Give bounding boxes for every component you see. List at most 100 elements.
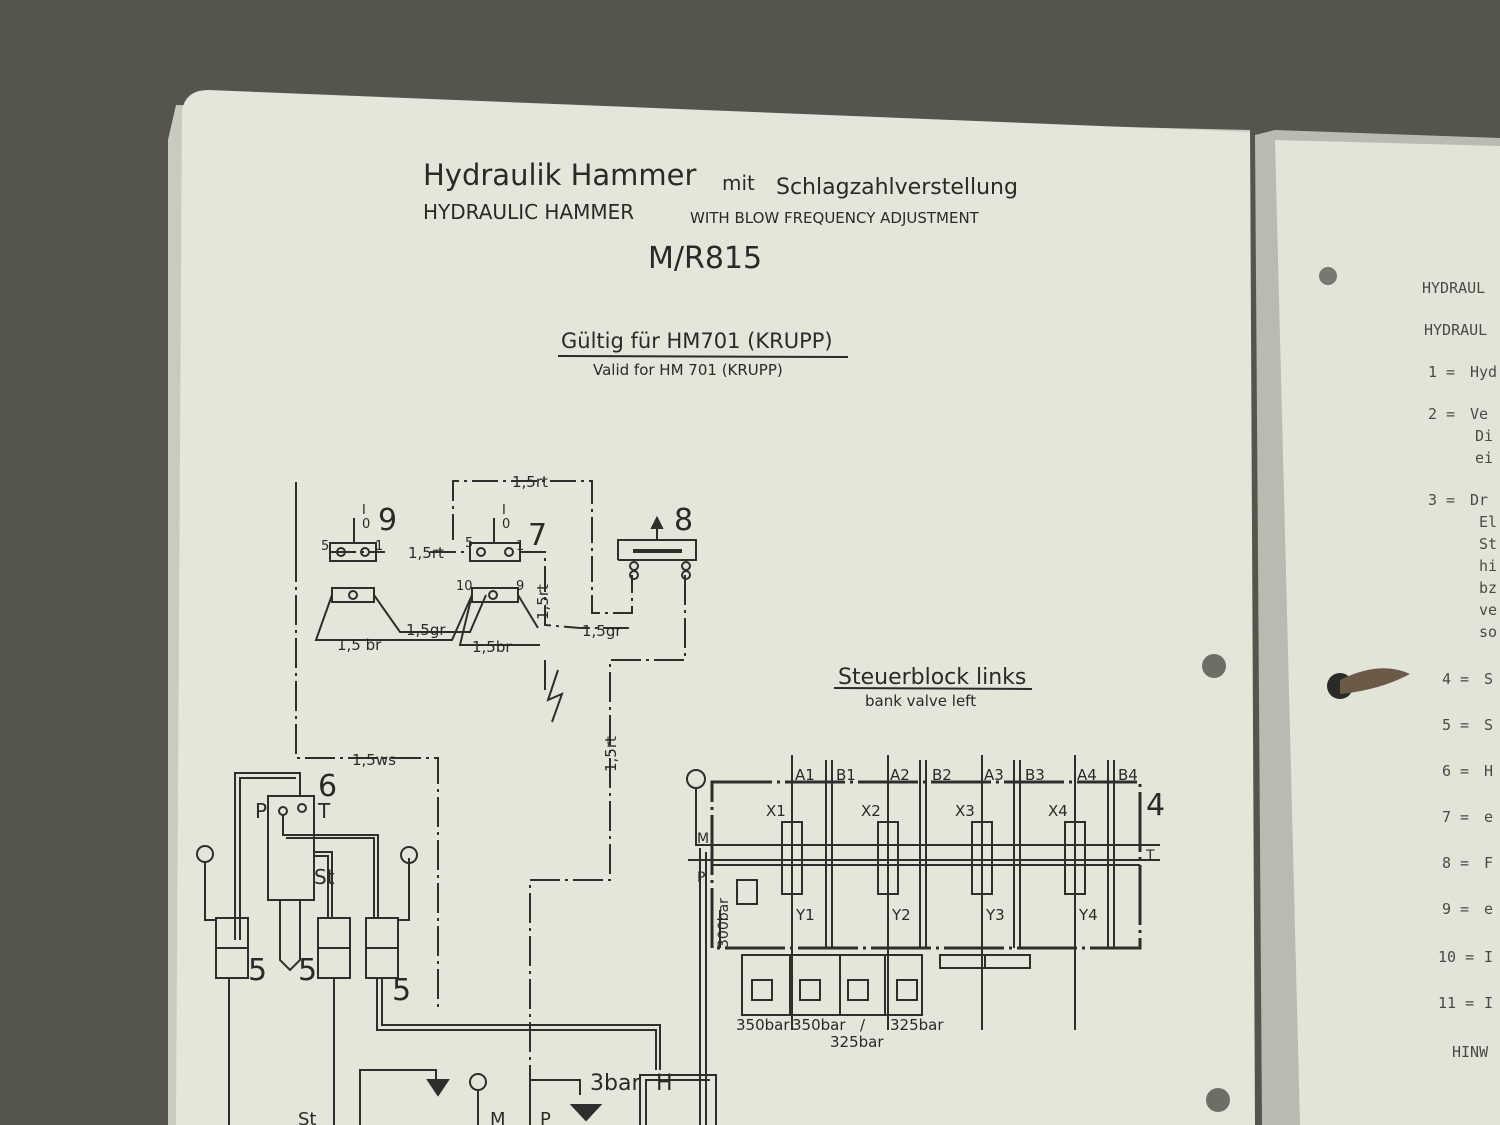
label-pos: 0: [502, 517, 510, 532]
bank-valve-labels: Steuerblock links bank valve left A1 B1 …: [697, 665, 1165, 1051]
pilot-label: X1: [766, 802, 786, 820]
label-port-t: T: [1145, 848, 1155, 864]
label-terminal: 1: [375, 539, 383, 554]
bank-valve-title-en: bank valve left: [865, 692, 976, 710]
label-port-t: T: [317, 799, 331, 823]
label-st: St: [298, 1109, 316, 1125]
port-label: A3: [984, 766, 1004, 784]
list-item-text: Di: [1475, 427, 1493, 445]
label-valve-5: 5: [248, 953, 267, 988]
wire-label: 1,5 br: [337, 636, 382, 654]
list-item-text: so: [1479, 623, 1497, 641]
list-item-text: bz: [1479, 579, 1497, 597]
label-pos: I: [502, 503, 506, 518]
port-label: A1: [795, 766, 815, 784]
list-item-number: 1 =: [1428, 363, 1455, 381]
valid-en: Valid for HM 701 (KRUPP): [593, 361, 783, 379]
list-item-number: 3 =: [1428, 491, 1455, 509]
list-item-text: ei: [1475, 449, 1493, 467]
list-item-text: Ve: [1470, 405, 1488, 423]
list-item-text: S: [1484, 716, 1493, 734]
pilot-label: X2: [861, 802, 881, 820]
hydraulic-schematic: [196, 772, 717, 1125]
ring-binder: [1340, 668, 1410, 694]
underline: [833, 687, 1033, 690]
label-button-8: 8: [674, 503, 693, 538]
label-valve-5: 5: [392, 973, 411, 1008]
relief-setting: 350bar: [736, 1016, 790, 1034]
punch-hole: [1319, 267, 1337, 285]
wire-label: 1,5ws: [352, 751, 396, 769]
label-port-h: H: [656, 1071, 673, 1096]
label-m: M: [490, 1109, 506, 1125]
label-component-4: 4: [1146, 788, 1165, 823]
header: Hydraulik Hammer mit Schlagzahlverstellu…: [423, 158, 1018, 379]
list-item-number: 11 =: [1438, 994, 1474, 1012]
list-item-number: 7 =: [1442, 808, 1469, 826]
label-valve-5: 5: [298, 953, 317, 988]
wire-label: 1,5rt: [602, 736, 620, 772]
underline: [557, 355, 849, 358]
label-terminal: 1: [516, 539, 524, 554]
pilot-label: Y2: [891, 906, 911, 924]
title-de: Hydraulik Hammer: [423, 158, 696, 192]
label-terminal: 5: [465, 536, 473, 551]
title-de-rest: Schlagzahlverstellung: [776, 175, 1018, 200]
port-label: A2: [890, 766, 910, 784]
list-item-number: 10 =: [1438, 948, 1474, 966]
label-switch-9: 9: [378, 503, 397, 538]
right-footer: HINW: [1452, 1043, 1489, 1061]
list-item-text: S: [1484, 670, 1493, 688]
electrical-labels: 9 7 8 5 1 5 1 10 9 I 0 I 0 1,5rt 1,5rt 1…: [321, 473, 693, 772]
list-item-number: 2 =: [1428, 405, 1455, 423]
list-item-number: 9 =: [1442, 900, 1469, 918]
punch-hole: [1206, 1088, 1230, 1112]
port-label: A4: [1077, 766, 1097, 784]
list-item-number: 5 =: [1442, 716, 1469, 734]
wire-label: 1,5gr: [406, 621, 446, 639]
relief-setting: /: [860, 1016, 866, 1034]
pilot-label: Y4: [1078, 906, 1098, 924]
left-page: [176, 90, 1255, 1125]
wire-label: 1,5rt: [512, 473, 548, 491]
list-item-text: e: [1484, 808, 1493, 826]
list-item-text: ve: [1479, 601, 1497, 619]
title-en: HYDRAULIC HAMMER: [423, 200, 634, 224]
label-hammer-6: 6: [318, 769, 337, 804]
list-item-text: e: [1484, 900, 1493, 918]
list-item-text: H: [1484, 762, 1493, 780]
wire-label: 1,5br: [472, 638, 512, 656]
relief-setting: 325bar: [890, 1016, 944, 1034]
port-label: B4: [1118, 766, 1138, 784]
pilot-label: X4: [1048, 802, 1068, 820]
list-item-text: St: [1479, 535, 1497, 553]
bank-valve-schematic: [686, 755, 1160, 1125]
label-tank-pressure: 3bar: [590, 1071, 641, 1096]
list-item-number: 4 =: [1442, 670, 1469, 688]
label-terminal: 10: [456, 579, 473, 594]
relief-main: 300bar: [716, 898, 732, 948]
label-port-p: P: [255, 799, 267, 823]
pilot-label: X3: [955, 802, 975, 820]
list-item-text: El: [1479, 513, 1497, 531]
right-heading: HYDRAUL: [1422, 279, 1485, 297]
port-label: B3: [1025, 766, 1045, 784]
title-en-rest: WITH BLOW FREQUENCY ADJUSTMENT: [690, 209, 980, 227]
port-label: B2: [932, 766, 952, 784]
valid-de: Gültig für HM701 (KRUPP): [561, 329, 833, 353]
title-de-mit: mit: [722, 171, 755, 195]
bank-valve-title-de: Steuerblock links: [838, 665, 1026, 690]
hydraulic-labels: 6 P T St 5 5 5 3bar H St M P: [248, 769, 673, 1125]
punch-hole: [1202, 654, 1226, 678]
list-item-text: F: [1484, 854, 1493, 872]
label-terminal: 9: [516, 579, 524, 594]
label-terminal: 5: [321, 539, 329, 554]
wire-label: 1,5rt: [534, 584, 552, 620]
label-p: P: [540, 1109, 551, 1125]
list-item-number: 6 =: [1442, 762, 1469, 780]
right-page: [1275, 140, 1500, 1125]
label-port-st: St: [314, 865, 335, 889]
label-pos: I: [362, 503, 366, 518]
